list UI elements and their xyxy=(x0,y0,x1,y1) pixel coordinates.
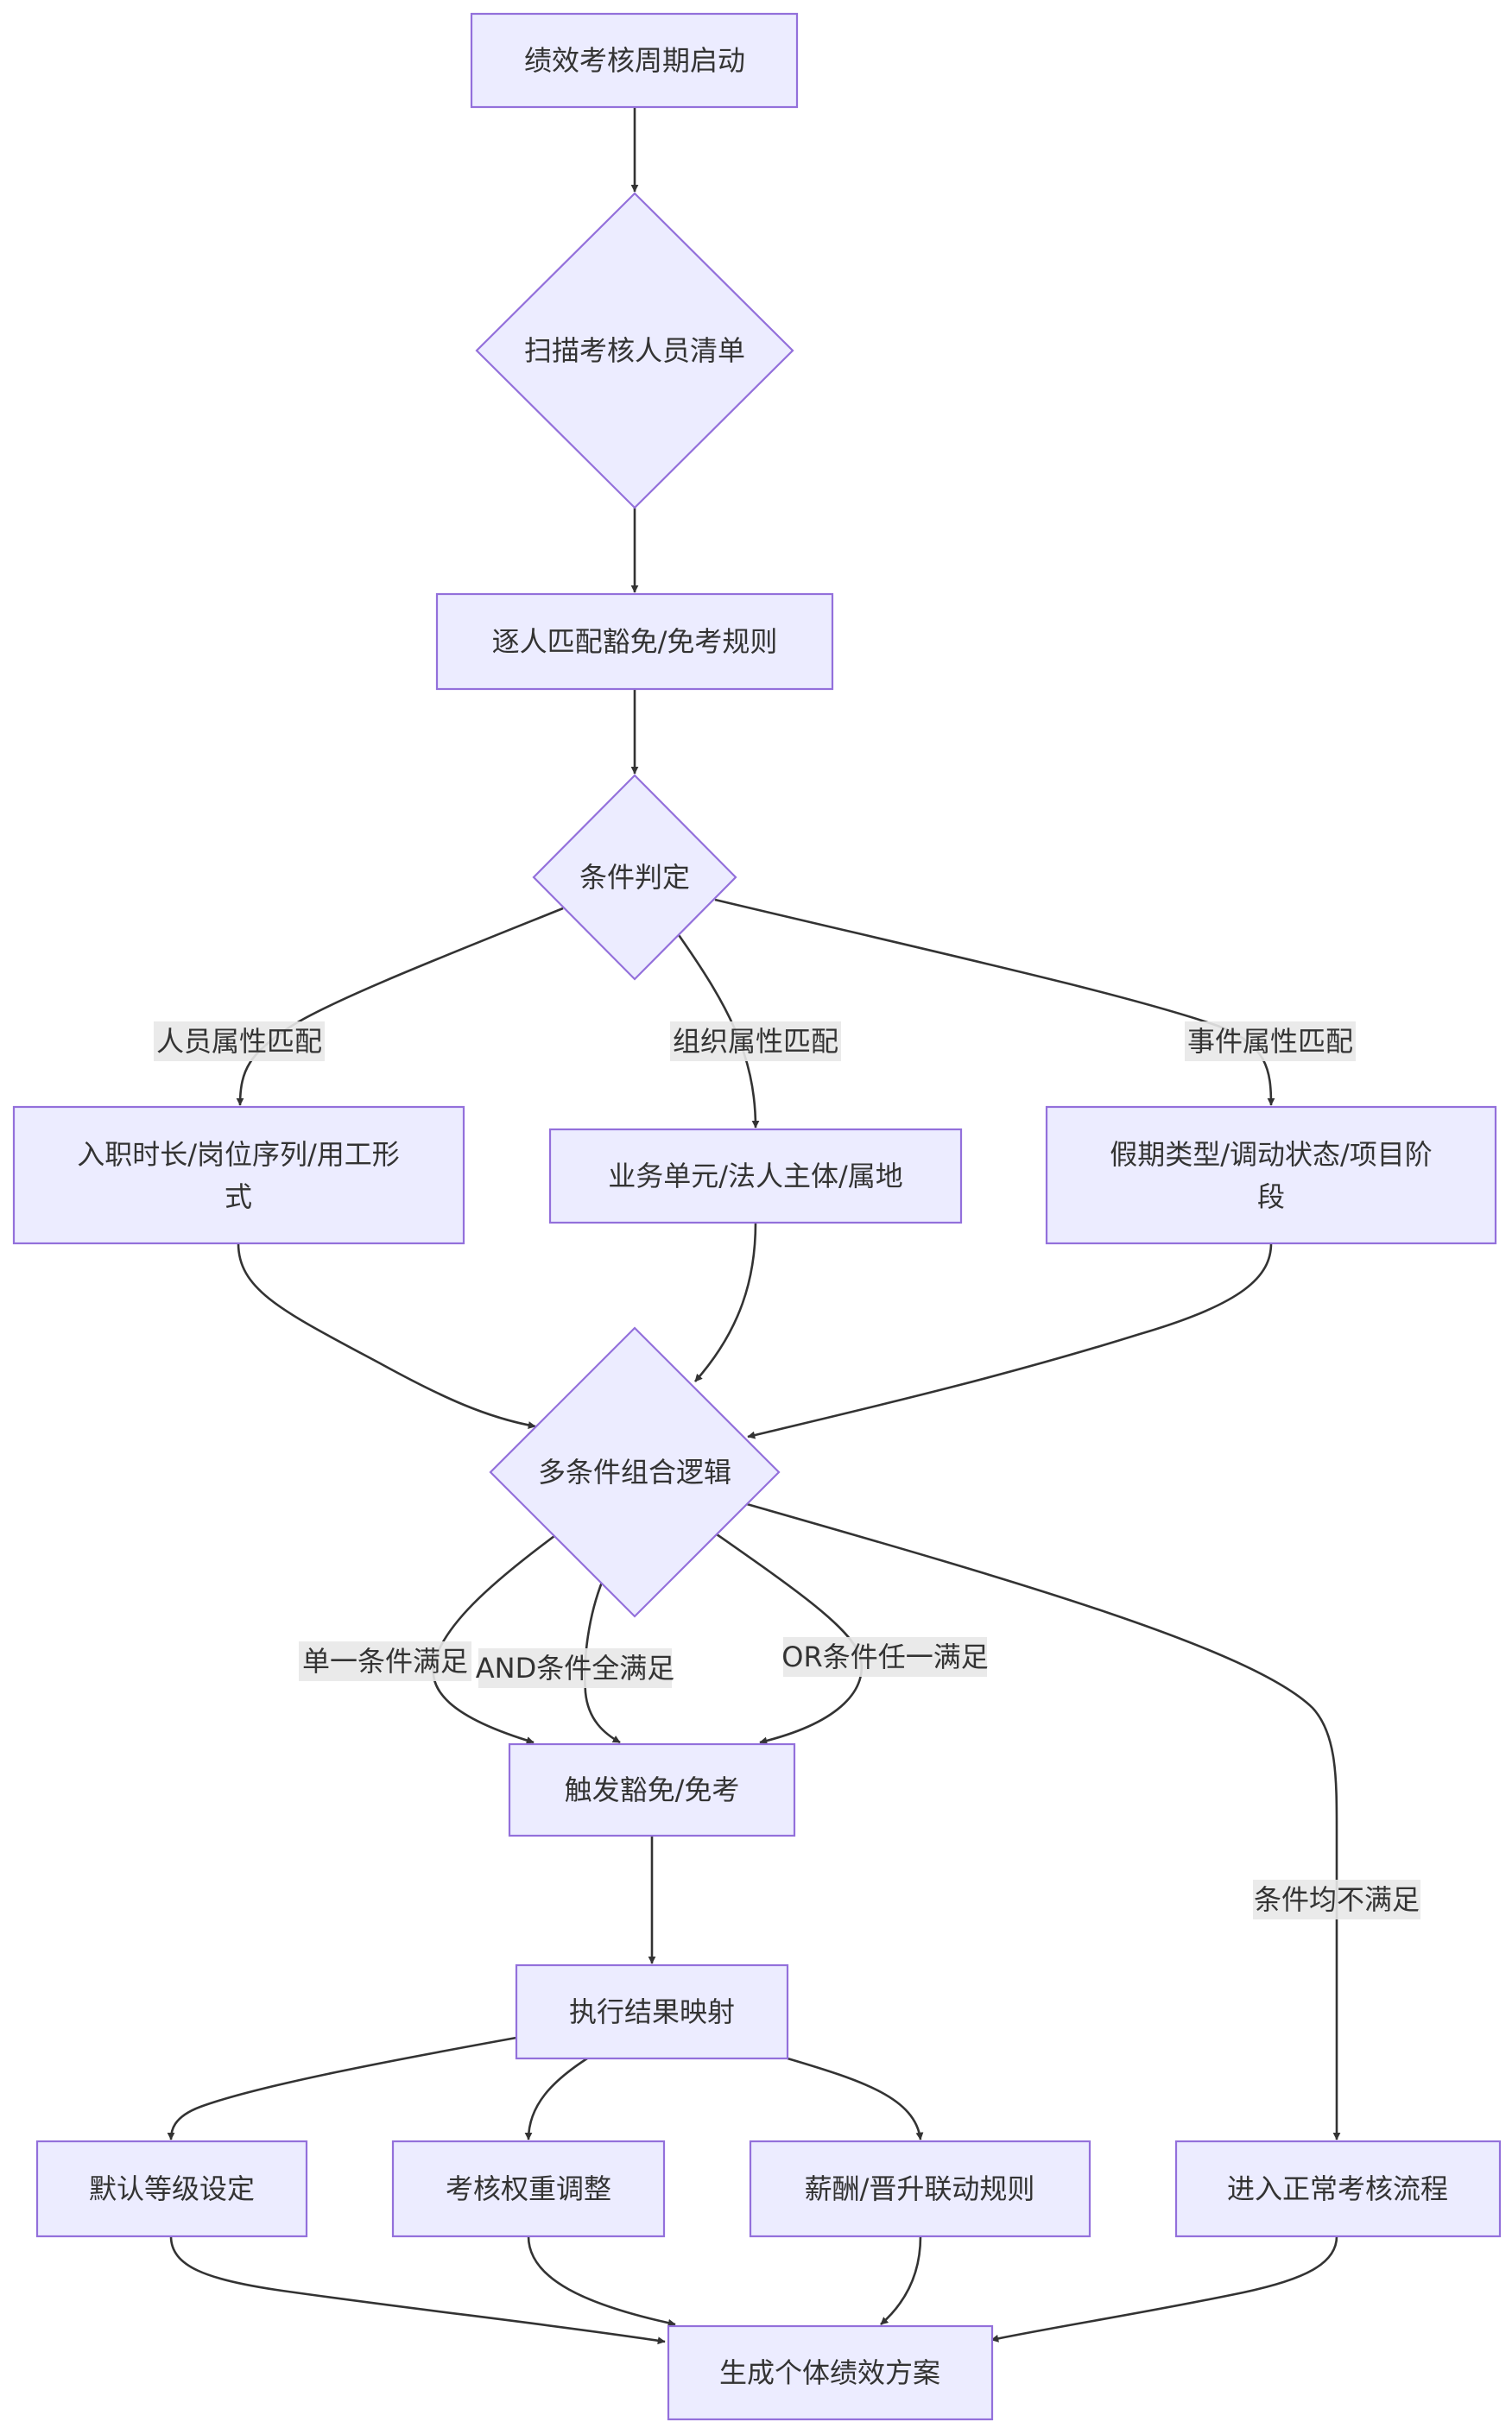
node-org-attr: 业务单元/法人主体/属地 xyxy=(548,1128,963,1224)
node-default-grade: 默认等级设定 xyxy=(35,2140,308,2238)
edge-label-person: 人员属性匹配 xyxy=(154,1021,325,1061)
node-judge: 条件判定 xyxy=(532,774,737,981)
nodes: 绩效考核周期启动 扫描考核人员清单 逐人匹配豁免/免考规则 条件判定 入职时长/… xyxy=(12,12,1502,2421)
svg-text:人员属性匹配: 人员属性匹配 xyxy=(156,1025,322,1058)
svg-text:段: 段 xyxy=(1257,1180,1285,1213)
edge-normal-generate xyxy=(990,2235,1338,2343)
svg-text:触发豁免/免考: 触发豁免/免考 xyxy=(565,1774,740,1806)
edges xyxy=(167,107,1341,2345)
node-match: 逐人匹配豁免/免考规则 xyxy=(435,592,834,691)
node-start: 绩效考核周期启动 xyxy=(470,12,799,109)
edge-labels: 人员属性匹配 组织属性匹配 事件属性匹配 单一条件满足 AND条件全满足 OR条… xyxy=(154,1021,1420,1919)
svg-text:入职时长/岗位序列/用工形: 入职时长/岗位序列/用工形 xyxy=(77,1138,400,1171)
svg-text:多条件组合逻辑: 多条件组合逻辑 xyxy=(538,1456,731,1489)
edge-label-event: 事件属性匹配 xyxy=(1185,1021,1356,1061)
edge-label-org: 组织属性匹配 xyxy=(670,1021,841,1061)
edge-map-salary xyxy=(787,2057,924,2140)
edge-combo-trigger-single xyxy=(432,1534,555,1744)
svg-text:进入正常考核流程: 进入正常考核流程 xyxy=(1227,2172,1448,2205)
node-scan: 扫描考核人员清单 xyxy=(475,192,794,509)
svg-text:组织属性匹配: 组织属性匹配 xyxy=(673,1025,838,1058)
svg-text:式: 式 xyxy=(225,1180,252,1213)
edge-default-generate xyxy=(169,2235,666,2345)
edge-map-default xyxy=(167,2036,517,2140)
svg-text:逐人匹配豁免/免考规则: 逐人匹配豁免/免考规则 xyxy=(492,625,778,658)
edge-combo-normal xyxy=(746,1502,1341,2140)
node-person-attr: 入职时长/岗位序列/用工形 式 xyxy=(12,1105,465,1245)
svg-text:薪酬/晋升联动规则: 薪酬/晋升联动规则 xyxy=(805,2172,1035,2205)
svg-text:条件均不满足: 条件均不满足 xyxy=(1254,1883,1420,1916)
node-event-attr: 假期类型/调动状态/项目阶 段 xyxy=(1045,1105,1497,1245)
edge-label-and: AND条件全满足 xyxy=(476,1648,674,1688)
svg-text:事件属性匹配: 事件属性匹配 xyxy=(1187,1025,1353,1058)
node-weight-adjust: 考核权重调整 xyxy=(391,2140,666,2238)
edge-judge-person xyxy=(236,907,564,1106)
edge-label-single: 单一条件满足 xyxy=(299,1641,471,1681)
edge-judge-event xyxy=(714,898,1275,1106)
svg-text:生成个体绩效方案: 生成个体绩效方案 xyxy=(719,2356,940,2389)
edge-event-combo xyxy=(747,1242,1273,1439)
edge-person-combo xyxy=(237,1242,536,1429)
node-normal-flow: 进入正常考核流程 xyxy=(1174,2140,1502,2238)
svg-text:单一条件满足: 单一条件满足 xyxy=(302,1645,468,1678)
node-trigger: 触发豁免/免考 xyxy=(508,1742,796,1837)
svg-text:业务单元/法人主体/属地: 业务单元/法人主体/属地 xyxy=(608,1160,903,1192)
node-combo: 多条件组合逻辑 xyxy=(489,1326,781,1618)
edge-org-combo xyxy=(694,1222,757,1382)
svg-text:默认等级设定: 默认等级设定 xyxy=(89,2172,255,2205)
edge-label-none: 条件均不满足 xyxy=(1253,1880,1420,1919)
svg-text:考核权重调整: 考核权重调整 xyxy=(446,2172,611,2205)
svg-text:假期类型/调动状态/项目阶: 假期类型/调动状态/项目阶 xyxy=(1110,1138,1433,1171)
svg-text:绩效考核周期启动: 绩效考核周期启动 xyxy=(524,44,745,77)
node-salary-rule: 薪酬/晋升联动规则 xyxy=(749,2140,1091,2238)
node-generate: 生成个体绩效方案 xyxy=(667,2324,994,2421)
edge-label-or: OR条件任一满足 xyxy=(781,1637,989,1677)
svg-text:条件判定: 条件判定 xyxy=(579,861,690,894)
node-map: 执行结果映射 xyxy=(515,1963,789,2060)
edge-weight-generate xyxy=(527,2235,676,2327)
svg-text:扫描考核人员清单: 扫描考核人员清单 xyxy=(524,334,745,367)
edge-salary-generate xyxy=(880,2235,922,2325)
svg-text:AND条件全满足: AND条件全满足 xyxy=(476,1652,674,1685)
edge-map-weight xyxy=(524,2057,588,2140)
svg-text:执行结果映射: 执行结果映射 xyxy=(569,1995,735,2028)
svg-text:OR条件任一满足: OR条件任一满足 xyxy=(781,1641,988,1673)
